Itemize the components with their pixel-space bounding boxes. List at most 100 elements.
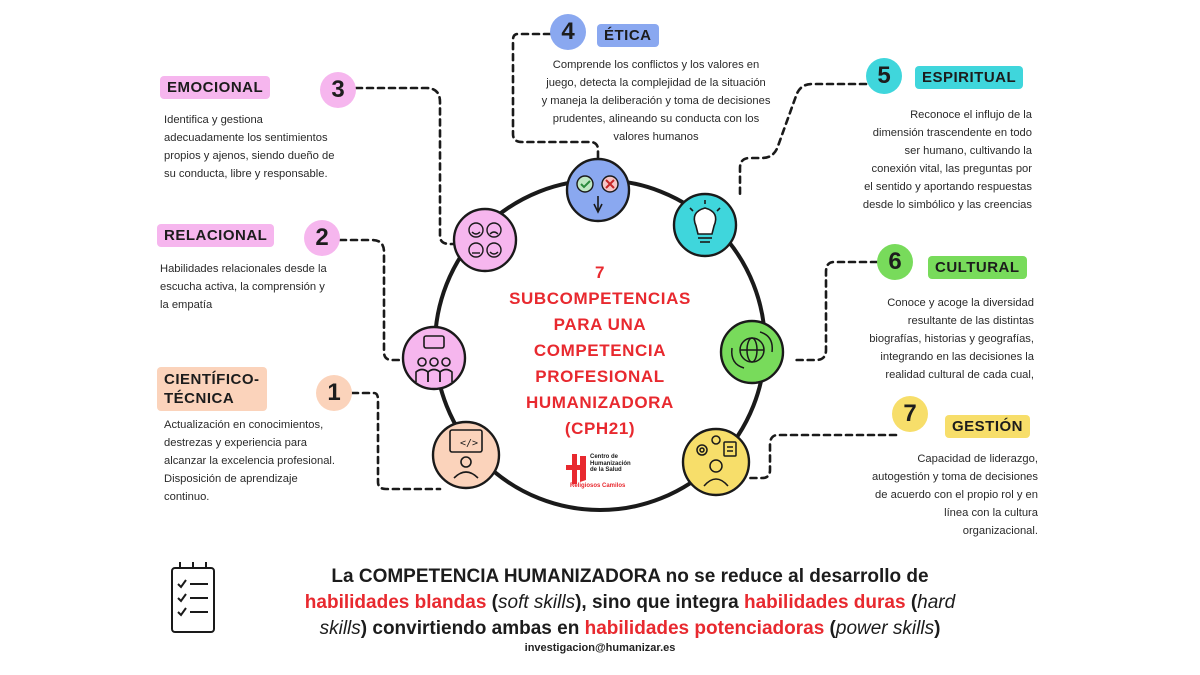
desc-line: Reconoce el influjo de la <box>910 109 1032 121</box>
soft-skills-es: habilidades blandas <box>304 592 487 613</box>
center-title-line: SUBCOMPETENCIAS <box>509 289 691 308</box>
desc-line: escucha activa, la comprensión y <box>160 281 325 293</box>
coding-person-icon: </> <box>449 429 483 479</box>
desc-line: Comprende los conflictos y los valores e… <box>552 59 760 71</box>
desc-cientifico-tecnica: Actualización en conocimientos, destreza… <box>164 416 374 506</box>
desc-etica: Comprende los conflictos y los valores e… <box>526 56 786 146</box>
group-chat-icon <box>415 335 453 382</box>
connector-2 <box>338 238 410 362</box>
logo-line1: Centro de <box>590 454 619 460</box>
desc-relacional: Habilidades relacionales desde la escuch… <box>160 260 370 314</box>
desc-line: dimensión trascendente en todo <box>872 127 1032 139</box>
desc-line: biografías, historias y geografías, <box>869 333 1034 345</box>
hard-skills-en: hard <box>917 592 956 613</box>
center-title-line: (CPH21) <box>564 419 636 438</box>
checklist-icon <box>171 562 215 633</box>
emotions-icon-bg <box>452 207 518 273</box>
desc-line: integrando en las decisiones la <box>880 351 1034 363</box>
soft-skills-en: soft skills <box>498 592 576 613</box>
desc-line: Identifica y gestiona <box>164 114 263 126</box>
power-skills-en: power skills <box>835 618 935 639</box>
number-badge-2: 2 <box>304 220 340 256</box>
desc-line: destrezas y experiencia para <box>164 437 308 449</box>
centro-humanizacion-logo: Centro de Humanización de la Salud Relig… <box>566 452 646 492</box>
center-title-line: HUMANIZADORA <box>526 393 674 412</box>
check-cross-choice-icon <box>576 175 619 214</box>
number-badge-7: 7 <box>892 396 928 432</box>
logo-line3: de la Salud <box>590 467 622 473</box>
desc-line: resultante de las distintas <box>907 315 1034 327</box>
globe-hands-icon-bg <box>719 319 785 385</box>
desc-line: adecuadamente los sentimientos <box>164 132 328 144</box>
light-bulb-icon <box>689 200 721 243</box>
desc-line: realidad cultural de cada cual, <box>885 369 1034 381</box>
svg-text:</>: </> <box>460 438 478 449</box>
desc-line: Disposición de aprendizaje <box>164 473 298 485</box>
desc-line: y maneja la deliberación y toma de decis… <box>541 95 771 107</box>
bottom-line-2: habilidades blandas (soft skills), sino … <box>304 592 956 613</box>
desc-line: el sentido y aportando respuestas <box>864 181 1032 193</box>
desc-line: de acuerdo con el propio rol y en <box>875 489 1038 501</box>
coding-person-icon-bg <box>431 420 501 490</box>
desc-espiritual: Reconoce el influjo de la dimensión tras… <box>820 106 1032 214</box>
desc-line: ser humano, cultivando la <box>904 145 1033 157</box>
desc-gestion: Capacidad de liderazgo, autogestión y to… <box>834 450 1038 540</box>
desc-line: prudentes, alineando su conducta con los <box>552 113 760 125</box>
tag-gestion: GESTIÓN <box>945 415 1031 438</box>
connector-5 <box>738 82 868 200</box>
emotions-icon <box>468 222 502 258</box>
tag-cientifico-line2: TÉCNICA <box>164 390 235 407</box>
center-title-line: PARA UNA <box>553 315 647 334</box>
desc-line: Capacidad de liderazgo, <box>917 453 1038 465</box>
number-badge-4: 4 <box>550 14 586 50</box>
desc-line: la empatía <box>160 299 213 311</box>
center-title-line: COMPETENCIA <box>533 341 667 360</box>
connector-1 <box>350 391 442 491</box>
check-cross-choice-icon-bg <box>565 157 631 223</box>
center-title-line: PROFESIONAL <box>535 367 665 386</box>
connector-4 <box>511 32 600 164</box>
desc-cultural: Conoce y acoge la diversidad resultante … <box>834 294 1034 384</box>
desc-line: organizacional. <box>962 525 1038 537</box>
globe-hands-icon <box>731 331 773 369</box>
bottom-line-3: skills) convirtiendo ambas en habilidade… <box>319 618 941 639</box>
manager-gear-icon <box>696 435 737 487</box>
desc-line: Habilidades relacionales desde la <box>160 263 327 275</box>
tag-etica: ÉTICA <box>597 24 659 47</box>
tag-espiritual: ESPIRITUAL <box>915 66 1024 89</box>
desc-line: propios y ajenos, siendo dueño de <box>164 150 335 162</box>
tag-cientifico-tecnica: CIENTÍFICO- TÉCNICA <box>157 367 267 411</box>
logo-cross-icon <box>566 454 586 484</box>
center-title: 7 SUBCOMPETENCIAS PARA UNA COMPETENCIA P… <box>495 260 705 442</box>
power-skills-es: habilidades potenciadoras <box>584 618 825 639</box>
connector-3 <box>354 86 460 246</box>
bottom-mid: ), sino que integra <box>575 592 739 613</box>
desc-line: valores humanos <box>613 131 699 143</box>
desc-line: conexión vital, las preguntas por <box>871 163 1032 175</box>
tag-relacional: RELACIONAL <box>157 224 275 247</box>
connector-7 <box>744 433 898 480</box>
desc-line: juego, detecta la complejidad de la situ… <box>546 77 766 89</box>
tag-emocional: EMOCIONAL <box>160 76 271 99</box>
contact-email[interactable]: investigacion@humanizar.es <box>524 642 676 654</box>
bottom-line-1: La COMPETENCIA HUMANIZADORA no se reduce… <box>331 566 929 587</box>
logo-line2: Humanización <box>590 460 631 467</box>
number-badge-1: 1 <box>316 375 352 411</box>
bottom-statement: La COMPETENCIA HUMANIZADORA no se reduce… <box>240 564 1020 642</box>
connector-6 <box>792 260 879 362</box>
desc-line: línea con la cultura <box>944 507 1038 519</box>
hard-skills-en-2: skills <box>319 618 361 639</box>
number-badge-6: 6 <box>877 244 913 280</box>
number-badge-5: 5 <box>866 58 902 94</box>
tag-cultural: CULTURAL <box>928 256 1027 279</box>
bottom-mid2: ) convirtiendo ambas en <box>360 618 580 639</box>
logo-line4: Religiosos Camilos <box>570 483 626 489</box>
hard-skills-es: habilidades duras <box>744 592 906 613</box>
desc-line: Actualización en conocimientos, <box>164 419 324 431</box>
desc-line: Conoce y acoge la diversidad <box>887 297 1034 309</box>
desc-line: autogestión y toma de decisiones <box>871 471 1038 483</box>
desc-line: desde lo simbólico y las creencias <box>862 199 1032 211</box>
desc-line: su conducta, libre y responsable. <box>164 168 328 180</box>
center-title-line: 7 <box>594 263 606 282</box>
